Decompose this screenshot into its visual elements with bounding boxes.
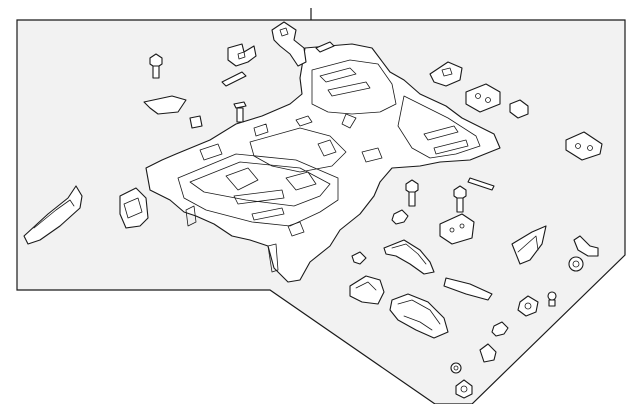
strap	[467, 177, 495, 191]
floor-pan-front-seat-area	[177, 153, 339, 227]
floor-pan-side-rail	[397, 95, 481, 159]
floor-pan-outline	[145, 43, 501, 283]
side-bracket	[565, 131, 603, 161]
nut	[391, 209, 409, 225]
rear-bracket-hole	[441, 67, 453, 77]
mounting-plate	[439, 213, 475, 245]
bolt	[149, 53, 163, 79]
channel-rail-flange	[397, 299, 441, 325]
floor-pan-center-tunnel	[249, 127, 347, 173]
floor-pan-center-slot	[317, 139, 337, 157]
rear-rail	[443, 277, 493, 301]
retainer-clip	[509, 99, 529, 119]
upper-mounting-bracket	[271, 21, 307, 67]
grommet	[568, 256, 584, 272]
grommet	[517, 295, 539, 317]
small-tab	[315, 41, 335, 53]
left-side-rail	[23, 185, 83, 245]
channel-rail-flange	[403, 315, 433, 331]
push-pin	[547, 291, 557, 307]
corner-bracket	[511, 225, 547, 265]
left-support-bracket-flange	[123, 197, 143, 219]
nut	[491, 321, 509, 337]
floor-pan-rail-slot	[433, 139, 469, 155]
lower-bracket	[349, 275, 385, 305]
channel-rail	[389, 293, 449, 339]
floor-pan-rear-slot	[327, 81, 371, 97]
floor-pan-center-slot	[295, 115, 313, 127]
cross-member	[383, 239, 435, 275]
floor-pan-rear-slot	[319, 67, 357, 83]
grommet	[455, 379, 473, 399]
left-support-bracket	[119, 187, 149, 229]
hook-clip	[573, 235, 599, 257]
square-clip	[189, 115, 203, 129]
floor-pan-edge-tab	[199, 143, 223, 161]
bolt	[405, 179, 419, 207]
left-side-rail-flange	[33, 199, 75, 229]
cross-member-flange	[391, 243, 427, 265]
floor-pan-edge-tab	[267, 243, 279, 273]
floor-pan-seat-pocket	[225, 167, 259, 191]
seat-bracket-hole	[237, 51, 246, 60]
upper-mounting-bracket-hole	[279, 27, 289, 37]
floor-pan-center-slot	[253, 123, 269, 137]
floor-pan-seat-pocket	[233, 189, 285, 205]
floor-pan-front-slot	[287, 221, 305, 237]
floor-pan-rail-slot	[423, 125, 459, 141]
pin-clip	[351, 251, 367, 265]
floor-pan-front-slot	[251, 207, 285, 221]
floor-pan-center-slot	[361, 147, 383, 163]
washer	[450, 362, 462, 374]
floor-pan-front-slot	[185, 205, 197, 227]
spring-clip	[479, 343, 497, 363]
floor-pan-assembly	[145, 43, 501, 283]
floor-pan-rear-step	[311, 59, 397, 115]
stud	[233, 101, 247, 123]
lower-bracket-flange	[355, 281, 377, 291]
rear-bracket	[429, 61, 463, 87]
hinge-plate	[465, 83, 501, 113]
bolt	[453, 185, 467, 213]
strap	[221, 71, 247, 87]
reinforcement-plate	[143, 95, 187, 115]
seat-bracket	[227, 43, 257, 67]
floor-pan-seat-pocket	[285, 171, 317, 191]
floor-pan-seat-cross-member	[189, 161, 331, 207]
floor-pan-center-slot	[341, 113, 357, 129]
corner-bracket-brace	[517, 235, 539, 253]
